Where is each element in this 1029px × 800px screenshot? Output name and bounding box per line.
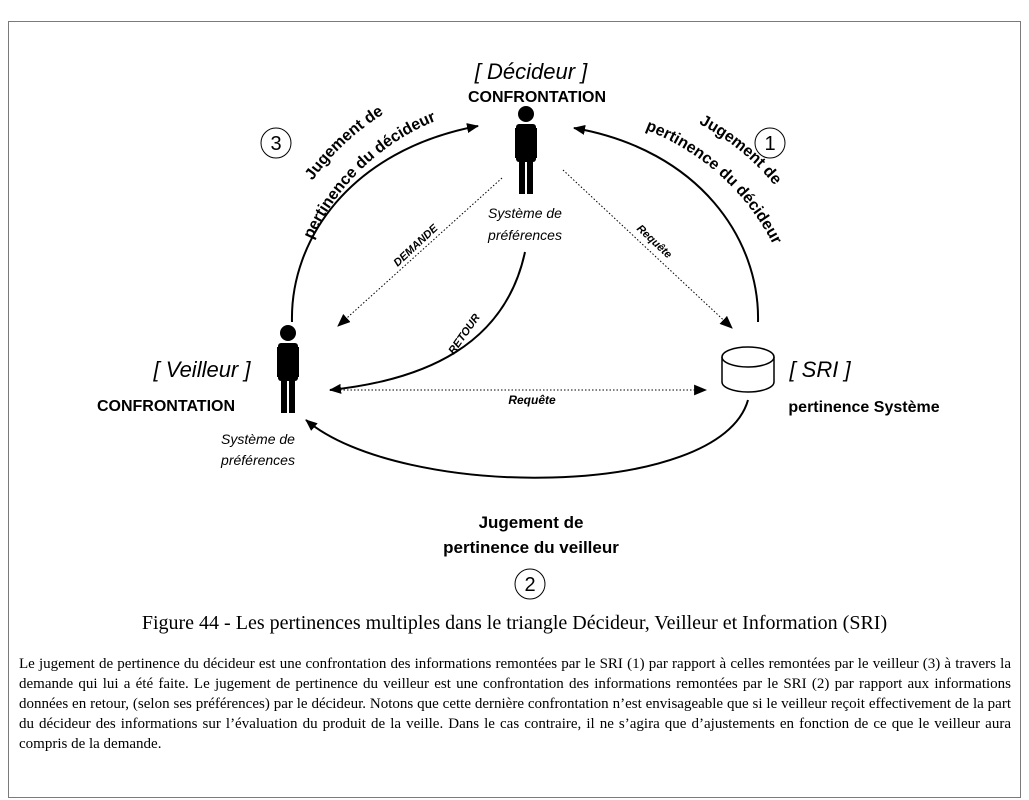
decideur-preferences-line1: Système de [488, 205, 562, 221]
veilleur-title: [ Veilleur ] [152, 357, 251, 382]
figure-caption: Figure 44 - Les pertinences multiples da… [141, 612, 888, 634]
decideur-preferences-line2: préférences [487, 227, 562, 243]
svg-text:1: 1 [764, 133, 775, 155]
requete-top-arrow [562, 169, 733, 329]
demande-arrow [337, 177, 503, 327]
sri-database-icon [721, 346, 775, 393]
decideur-confrontation-label: CONFRONTATION [468, 89, 606, 106]
decideur-person-icon [515, 106, 537, 194]
arc1-arrow [573, 124, 760, 323]
retour-arrow [329, 251, 526, 394]
relevance-triangle-diagram: [ Décideur ] CONFRONTATION Système de pr… [97, 59, 940, 600]
svg-text:3: 3 [270, 133, 281, 155]
arc2-number-badge: 2 [514, 568, 546, 600]
sri-pertinence-label: pertinence Système [788, 399, 939, 416]
retour-label: RETOUR [446, 312, 482, 357]
arc1-number-badge: 1 [754, 127, 786, 159]
decideur-title: [ Décideur ] [474, 59, 588, 84]
arc3-arrow [290, 123, 479, 323]
arc3-number-badge: 3 [260, 127, 292, 159]
veilleur-preferences-line2: préférences [220, 452, 295, 468]
sri-title: [ SRI ] [788, 357, 851, 382]
demande-label: DEMANDE [392, 222, 441, 269]
veilleur-preferences-line1: Système de [221, 431, 295, 447]
arc2-label-line1: Jugement de [479, 513, 584, 532]
veilleur-confrontation-label: CONFRONTATION [97, 398, 235, 415]
figure-frame [8, 21, 1021, 798]
requete-bottom-label: Requête [508, 393, 556, 407]
explanatory-paragraph: Le jugement de pertinence du décideur es… [19, 656, 1011, 752]
arc2-arrow [305, 399, 749, 479]
arc2-label-line2: pertinence du veilleur [443, 538, 619, 557]
svg-text:2: 2 [524, 574, 535, 596]
veilleur-person-icon [277, 325, 299, 413]
